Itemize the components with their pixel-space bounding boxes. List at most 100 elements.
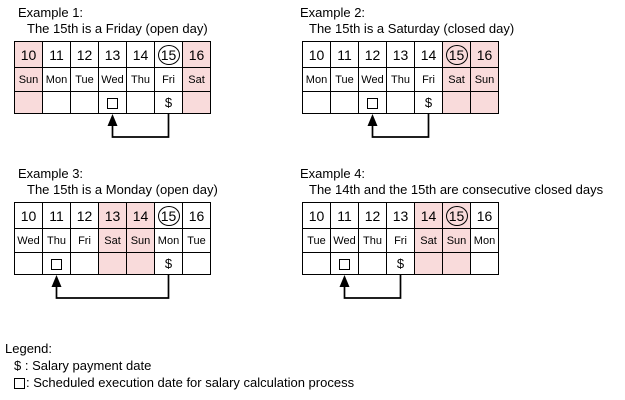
weekday-cell: Fri — [70, 228, 99, 253]
arrow-payment-to-execution — [367, 114, 430, 138]
day-number-cell: 16 — [470, 41, 499, 68]
example-3-title: Example 3: — [18, 166, 84, 181]
weekday-cell: Sun — [442, 228, 471, 253]
symbol-cell — [70, 91, 99, 114]
weekday-cell: Sun — [14, 67, 43, 92]
weekday-cell: Thu — [386, 67, 415, 92]
circled-day: 15 — [445, 205, 468, 226]
day-number-cell: 15 — [442, 41, 471, 68]
day-number-cell: 12 — [70, 41, 99, 68]
arrow-payment-to-execution — [107, 114, 170, 138]
weekday-cell: Tue — [182, 228, 211, 253]
day-number-cell: 15 — [154, 202, 183, 229]
weekday-cell: Sun — [126, 228, 155, 253]
day-number-cell: 14 — [414, 41, 443, 68]
symbol-cell — [414, 252, 443, 275]
symbol-cell — [470, 252, 499, 275]
salary-payment-symbol-cell: $ — [154, 252, 183, 275]
execution-date-square-icon — [107, 98, 118, 110]
legend-item: $ : Salary payment date — [5, 357, 354, 374]
symbol-cell — [358, 252, 387, 275]
day-number-cell: 12 — [70, 202, 99, 229]
day-number-cell: 10 — [302, 202, 331, 229]
example-4-block: Example 4: The 14th and the 15th are con… — [296, 166, 603, 307]
weekday-cell: Mon — [154, 228, 183, 253]
example-4-title: Example 4: — [300, 166, 366, 181]
day-number-cell: 13 — [386, 202, 415, 229]
symbol-cell — [98, 252, 127, 275]
legend-heading: Legend: — [5, 341, 52, 356]
weekday-cell: Sat — [182, 67, 211, 92]
weekday-cell: Wed — [330, 228, 359, 253]
day-number-cell: 16 — [470, 202, 499, 229]
symbol-cell — [442, 252, 471, 275]
weekday-cell: Sat — [442, 67, 471, 92]
weekday-cell: Wed — [98, 67, 127, 92]
legend: Legend: $ : Salary payment date: Schedul… — [5, 340, 354, 391]
day-number-cell: 12 — [358, 41, 387, 68]
symbol-cell — [126, 91, 155, 114]
symbol-cell — [330, 91, 359, 114]
weekday-cell: Thu — [42, 228, 71, 253]
weekday-cell: Fri — [386, 228, 415, 253]
weekday-cell: Fri — [414, 67, 443, 92]
symbol-cell — [182, 91, 211, 114]
day-number-cell: 16 — [182, 41, 211, 68]
weekday-cell: Wed — [358, 67, 387, 92]
example-2-subtitle: The 15th is a Saturday (closed day) — [309, 21, 515, 36]
day-number-cell: 11 — [330, 202, 359, 229]
arrow-payment-to-execution — [339, 275, 402, 299]
symbol-cell — [302, 91, 331, 114]
legend-items: $ : Salary payment date: Scheduled execu… — [5, 357, 354, 391]
day-number-cell: 11 — [42, 41, 71, 68]
salary-payment-symbol-cell: $ — [386, 252, 415, 275]
weekday-cell: Mon — [42, 67, 71, 92]
example-1-block: Example 1: The 15th is a Friday (open da… — [14, 5, 212, 146]
weekday-cell: Fri — [154, 67, 183, 92]
symbol-cell — [470, 91, 499, 114]
weekday-cell: Thu — [126, 67, 155, 92]
weekday-cell: Mon — [302, 67, 331, 92]
symbol-cell — [14, 252, 43, 275]
arrowhead-icon — [51, 275, 62, 287]
example-2-title: Example 2: — [300, 5, 366, 20]
symbol-cell — [70, 252, 99, 275]
symbol-cell — [126, 252, 155, 275]
example-2-block: Example 2: The 15th is a Saturday (close… — [296, 5, 514, 146]
day-number-cell: 11 — [330, 41, 359, 68]
weekday-cell: Sat — [414, 228, 443, 253]
weekday-cell: Sat — [98, 228, 127, 253]
day-number-cell: 13 — [386, 41, 415, 68]
symbol-cell — [42, 252, 71, 275]
arrowhead-icon — [107, 114, 118, 126]
weekday-cell: Thu — [358, 228, 387, 253]
day-number-cell: 13 — [98, 202, 127, 229]
circled-day: 15 — [445, 44, 468, 65]
weekday-cell: Wed — [14, 228, 43, 253]
example-4-subtitle: The 14th and the 15th are consecutive cl… — [309, 182, 604, 197]
example-3-subtitle: The 15th is a Monday (open day) — [27, 182, 218, 197]
day-number-cell: 14 — [414, 202, 443, 229]
salary-payment-symbol-cell: $ — [154, 91, 183, 114]
execution-date-square-icon — [51, 259, 62, 271]
execution-date-square-icon — [367, 98, 378, 110]
weekday-cell: Mon — [470, 228, 499, 253]
circled-day: 15 — [157, 205, 180, 226]
arrowhead-icon — [367, 114, 378, 126]
day-number-cell: 12 — [358, 202, 387, 229]
day-number-cell: 13 — [98, 41, 127, 68]
symbol-cell — [358, 91, 387, 114]
symbol-cell — [14, 91, 43, 114]
example-3-block: Example 3: The 15th is a Monday (open da… — [14, 166, 218, 307]
weekday-cell: Sun — [470, 67, 499, 92]
day-number-cell: 10 — [14, 202, 43, 229]
symbol-cell — [442, 91, 471, 114]
arrowhead-icon — [339, 275, 350, 287]
